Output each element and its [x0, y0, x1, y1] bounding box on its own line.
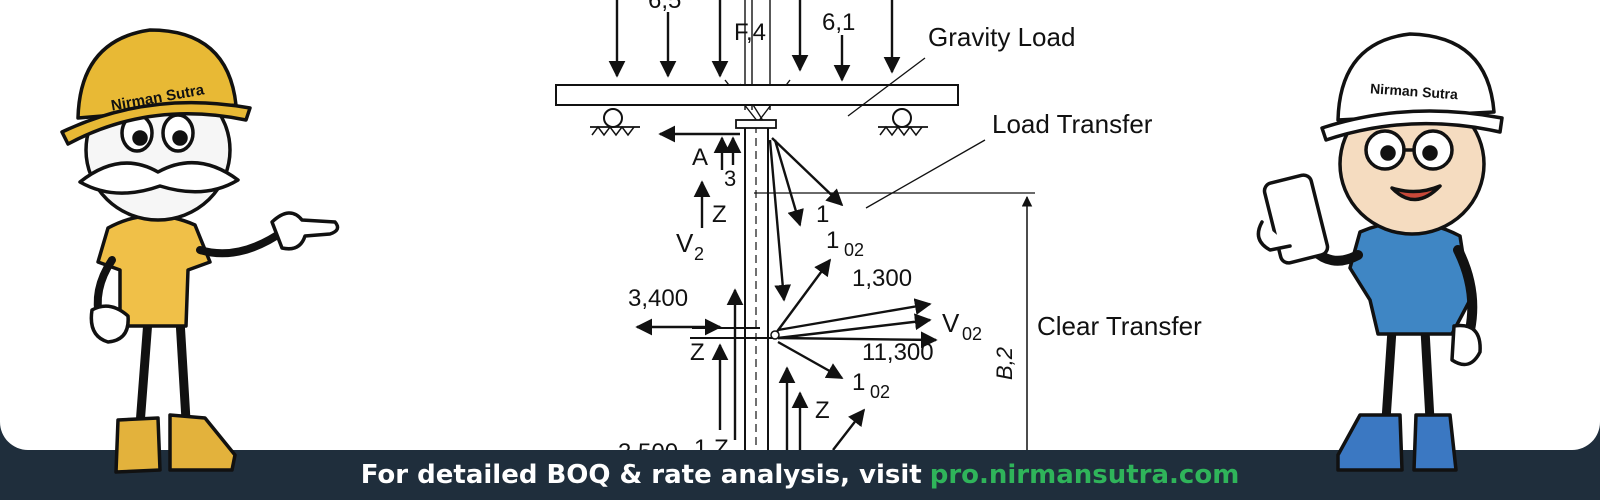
load-transfer-label: Load Transfer	[992, 109, 1153, 139]
leader-line	[865, 139, 986, 209]
label-v02-sub: 02	[962, 324, 982, 344]
ground-hatch	[879, 125, 923, 137]
value-1300: 1,300	[852, 265, 912, 292]
right-helmet-text: Nirman Sutra	[1370, 80, 1459, 102]
right-mascot-pupil	[1380, 145, 1396, 161]
right-mascot-leg	[1381, 325, 1397, 425]
load-transfer-diagram: 6,5 F,4 6,1 Gravity Load Load Transfer C…	[555, 0, 1202, 450]
label-v-sub: 2	[694, 244, 704, 264]
force-arrow	[777, 340, 844, 380]
force-arrow	[777, 331, 938, 349]
load-value-right: 6,1	[822, 9, 855, 36]
label-3: 3	[724, 166, 736, 191]
right-mascot-boot	[1336, 413, 1404, 472]
right-helmet	[1336, 32, 1496, 122]
transfer-arrow	[768, 139, 792, 302]
left-helmet-brim	[60, 100, 252, 146]
label-z-mid: Z	[690, 339, 705, 366]
label-z-lower: Z	[815, 397, 830, 424]
right-helmet-brim	[1320, 109, 1504, 142]
label-1-02-lower: 1	[852, 369, 865, 396]
right-mascot-shirt	[1348, 220, 1472, 336]
mustache	[78, 160, 240, 195]
dimension-label: B,2	[992, 347, 1017, 380]
left-mascot-shirt	[96, 214, 212, 328]
left-mascot-leg	[135, 315, 153, 430]
bottom-value-partial: 3,500	[618, 439, 678, 450]
node-point	[770, 330, 780, 340]
left-mascot-leg	[175, 315, 191, 425]
left-mascot-hand	[89, 304, 130, 344]
label-1-02-upper: 1	[826, 227, 839, 254]
right-mascot-smile	[1390, 184, 1442, 202]
leader-line	[847, 57, 926, 117]
label-v02: V	[942, 308, 960, 338]
left-mascot-pupil	[172, 130, 188, 146]
left-boot	[114, 416, 162, 474]
column-cap	[735, 119, 777, 129]
right-mascot-pupil	[1422, 145, 1438, 161]
load-value-left: 6,5	[648, 0, 681, 14]
right-mascot-hand	[1256, 220, 1292, 252]
right-mascot-leg	[1420, 325, 1435, 425]
content-card: 6,5 F,4 6,1 Gravity Load Load Transfer C…	[0, 0, 1600, 450]
force-arrow	[777, 298, 932, 332]
right-mascot-hand	[1450, 323, 1482, 367]
bottom-label-partial: 1 Z	[694, 435, 729, 450]
label-a: A	[692, 144, 708, 171]
right-boot	[168, 413, 237, 472]
center-load-label: F,4	[734, 19, 766, 46]
label-z-upper: Z	[712, 201, 727, 228]
label-1-02-upper-sub: 02	[844, 240, 864, 260]
value-3400: 3,400	[628, 285, 688, 312]
force-arrow	[777, 313, 932, 340]
transfer-arrow	[773, 139, 804, 227]
pointing-hand	[270, 211, 340, 251]
left-helmet	[76, 28, 238, 120]
label-v: V	[676, 228, 694, 258]
footer-prefix: For detailed BOQ & rate analysis, visit	[360, 460, 922, 490]
gravity-load-label: Gravity Load	[928, 22, 1075, 52]
transfer-arrow	[775, 258, 831, 334]
value-11300: 11,300	[862, 339, 934, 366]
footer-banner: For detailed BOQ & rate analysis, visit …	[0, 450, 1600, 500]
right-mascot-boot	[1412, 413, 1458, 472]
transfer-arrow	[771, 137, 844, 207]
right-mascot-arm	[1453, 245, 1478, 335]
transfer-arrow	[832, 408, 866, 450]
beam	[555, 84, 959, 106]
ground-hatch	[591, 125, 635, 137]
left-mascot-pupil	[132, 130, 148, 146]
label-1: 1	[816, 201, 829, 228]
footer-link[interactable]: pro.nirmansutra.com	[929, 460, 1240, 490]
label-1-02-lower-sub: 02	[870, 382, 890, 402]
clear-transfer-label: Clear Transfer	[1037, 311, 1202, 341]
